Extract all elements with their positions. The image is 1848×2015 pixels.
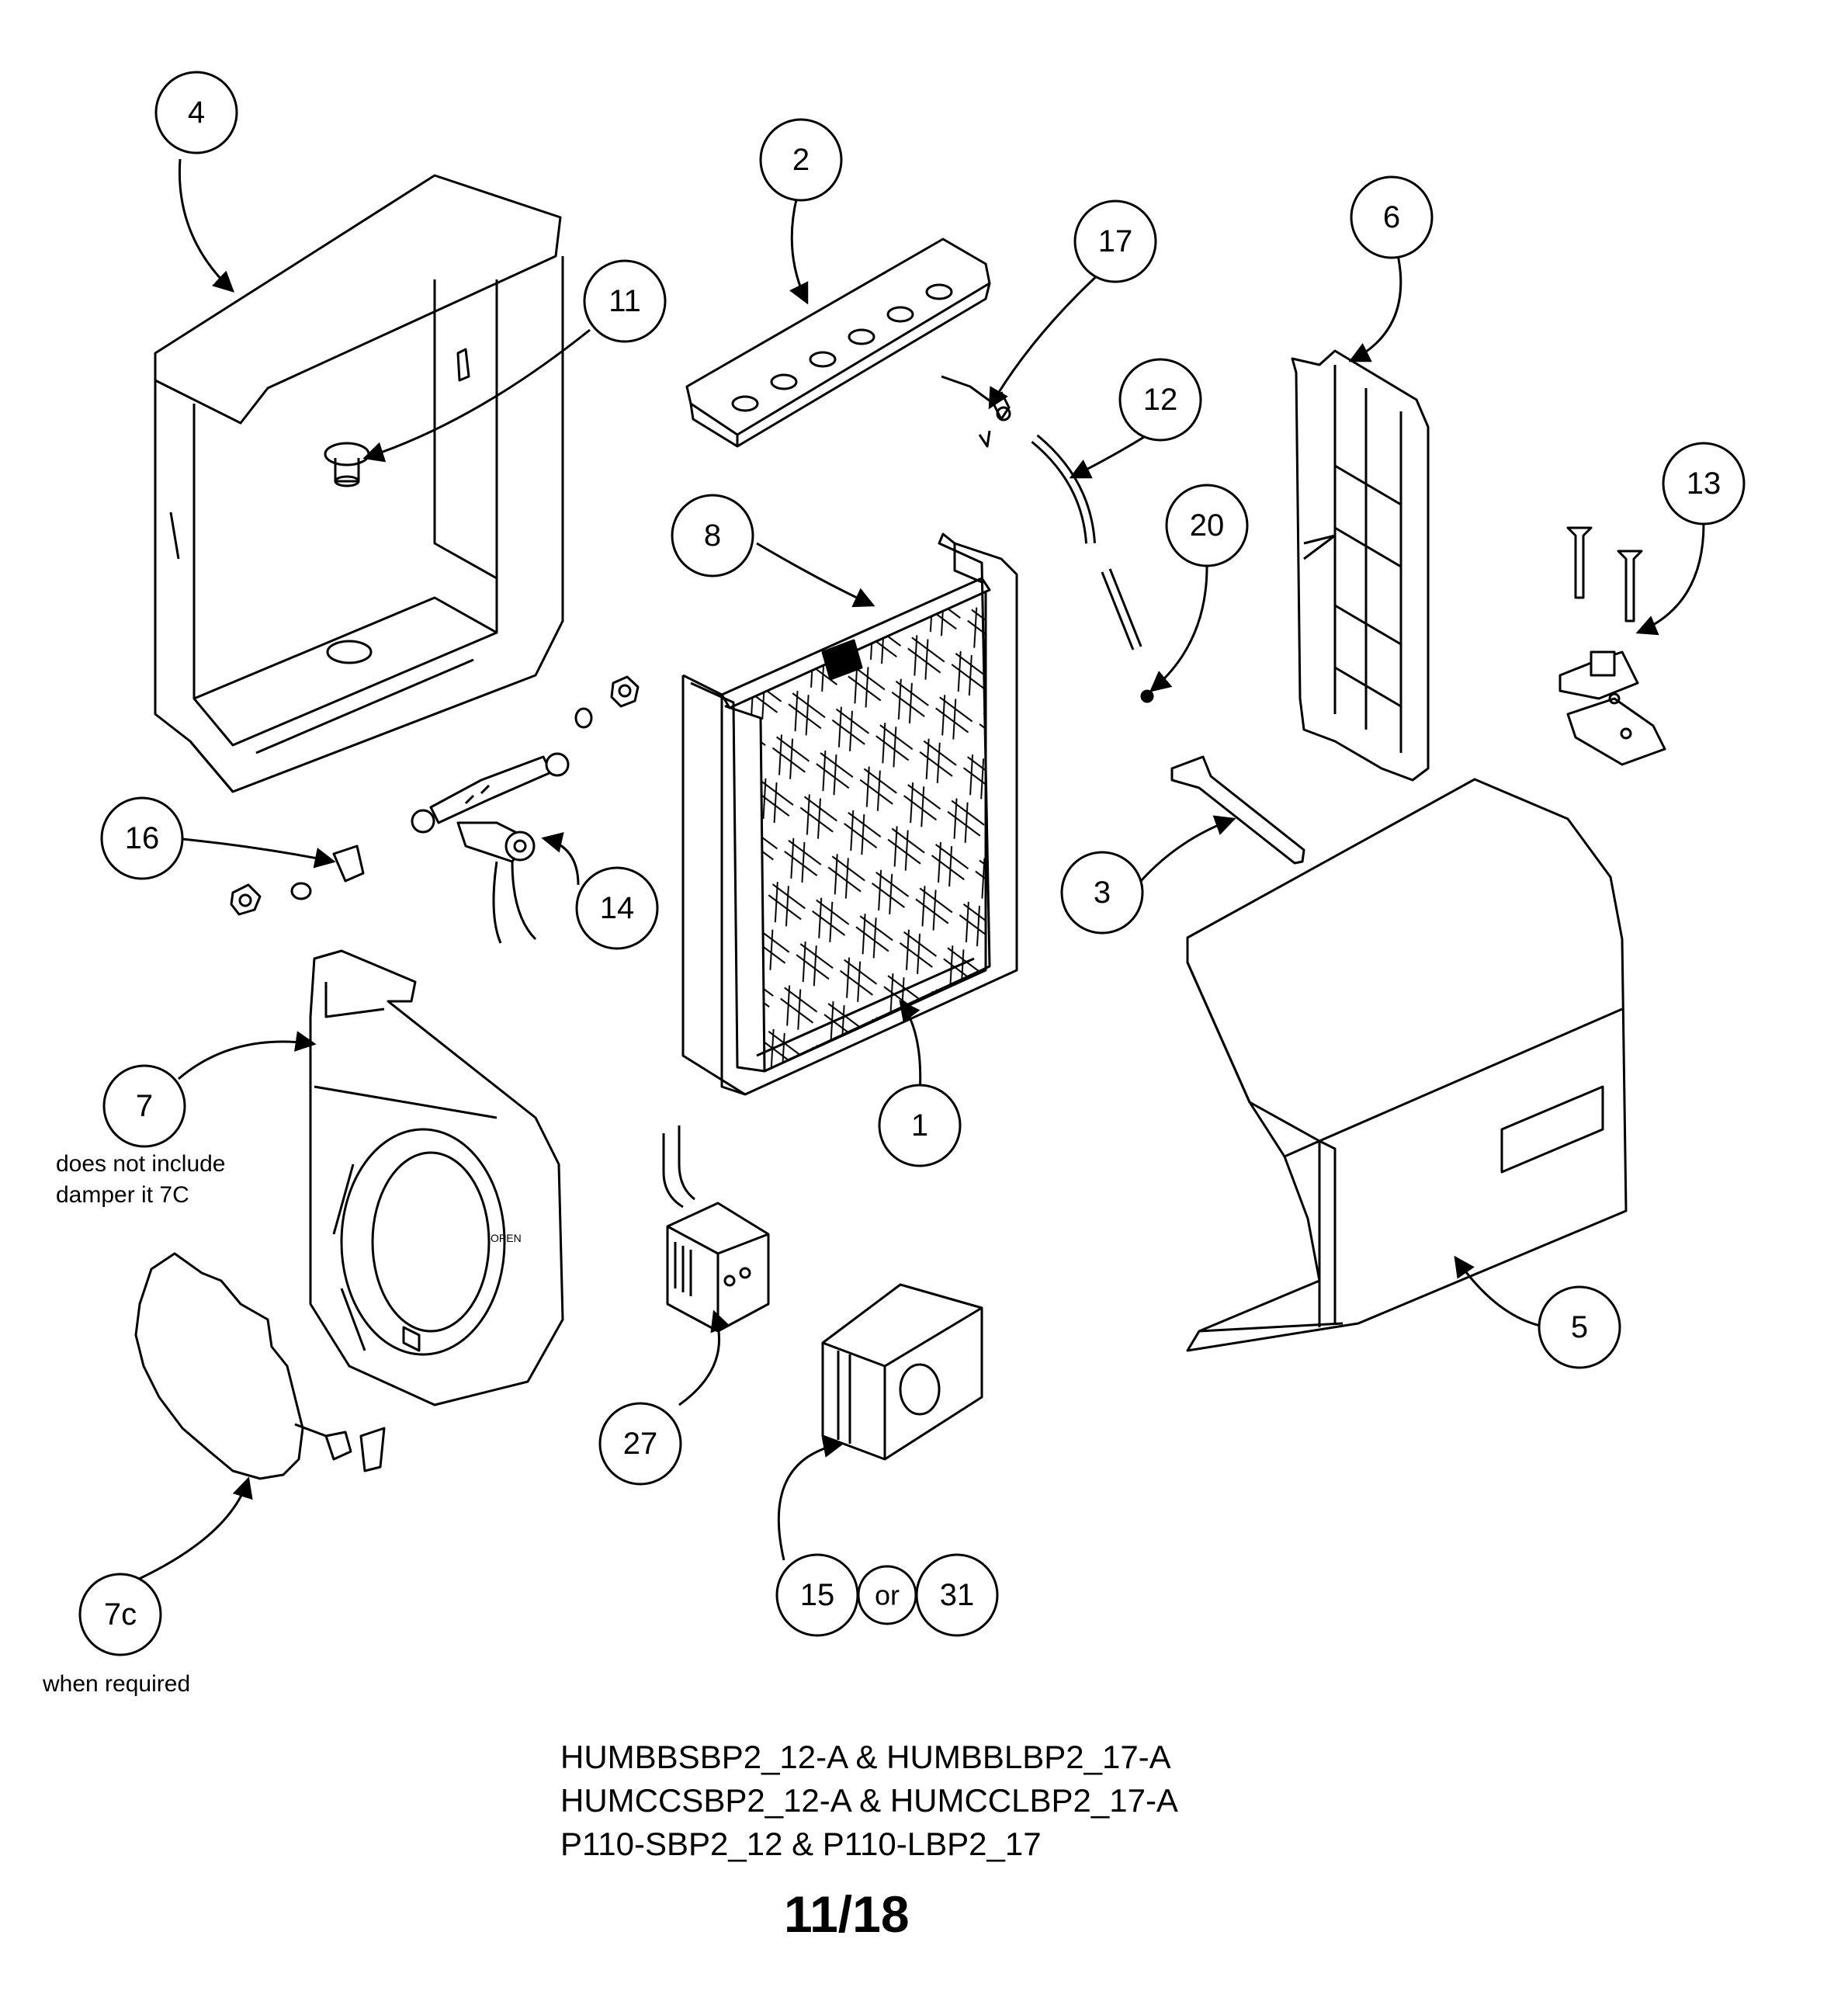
note-part-7: does not include damper it 7C [56, 1149, 226, 1211]
callout-16: 16 [125, 821, 160, 855]
part-14-solenoid-valve [411, 752, 570, 944]
part-13-switch-bracket [1558, 526, 1666, 766]
part-27-transformer [662, 1125, 770, 1333]
callout-5: 5 [1571, 1310, 1588, 1344]
part-16-fittings [230, 675, 640, 916]
model-line-1: HUMBBSBP2_12-A & HUMBBLBP2_17-A [560, 1739, 1171, 1775]
callout-3: 3 [1094, 876, 1111, 910]
part-15-31-humidistat [821, 1283, 983, 1461]
callout-6: 6 [1383, 200, 1400, 234]
part-7-bypass-cover: OPEN [309, 949, 564, 1406]
callout-4: 4 [188, 95, 205, 130]
callout-15: 15 [800, 1578, 835, 1612]
callout-7c: 7c [104, 1597, 137, 1632]
part-4-housing-back [154, 174, 564, 793]
part-12-tube [1031, 434, 1142, 650]
callout-2: 2 [792, 143, 810, 177]
callout-11: 11 [608, 284, 641, 318]
callout-27: 27 [623, 1427, 658, 1461]
part-6-side-panel [1291, 349, 1430, 782]
callout-17: 17 [1098, 224, 1133, 258]
callout-14: 14 [600, 891, 635, 925]
note-part-7-line2: damper it 7C [56, 1182, 189, 1208]
part-2-distribution-tray [685, 238, 991, 448]
callout-numbers: 4 2 17 6 11 12 13 8 20 16 14 3 7 1 5 27 … [104, 95, 1721, 1632]
model-line-2: HUMCCSBP2_12-A & HUMCCLBP2_17-A [560, 1782, 1178, 1819]
callout-circles [78, 71, 1746, 1656]
note-part-7c-text: when required [43, 1671, 191, 1697]
part-20-plug [1140, 689, 1154, 703]
part-7c-damper [134, 1252, 386, 1480]
callout-13: 13 [1687, 466, 1721, 501]
callout-1: 1 [911, 1108, 928, 1143]
callout-or: or [875, 1580, 900, 1611]
callout-7: 7 [136, 1089, 153, 1123]
part-3-bracket [1170, 755, 1305, 865]
callout-20: 20 [1190, 508, 1225, 543]
note-part-7-line1: does not include [56, 1151, 226, 1177]
part-8-evaporator-pad [720, 577, 991, 1073]
callout-31: 31 [940, 1578, 975, 1612]
page-number: 11/18 [784, 1885, 910, 1943]
part-5-front-cover [1186, 778, 1628, 1352]
callout-12: 12 [1143, 383, 1178, 417]
part-17-clip [941, 375, 1011, 448]
part-1-frame [681, 532, 1018, 1096]
model-line-3: P110-SBP2_12 & P110-LBP2_17 [560, 1826, 1042, 1862]
model-numbers: HUMBBSBP2_12-A & HUMBBLBP2_17-A HUMCCSBP… [560, 1736, 1178, 1866]
note-part-7c: when required [43, 1669, 190, 1700]
part-11-fitting [324, 442, 370, 487]
leader-arrows [120, 158, 1705, 1589]
callout-8: 8 [704, 518, 721, 553]
svg-text:OPEN: OPEN [491, 1232, 522, 1244]
